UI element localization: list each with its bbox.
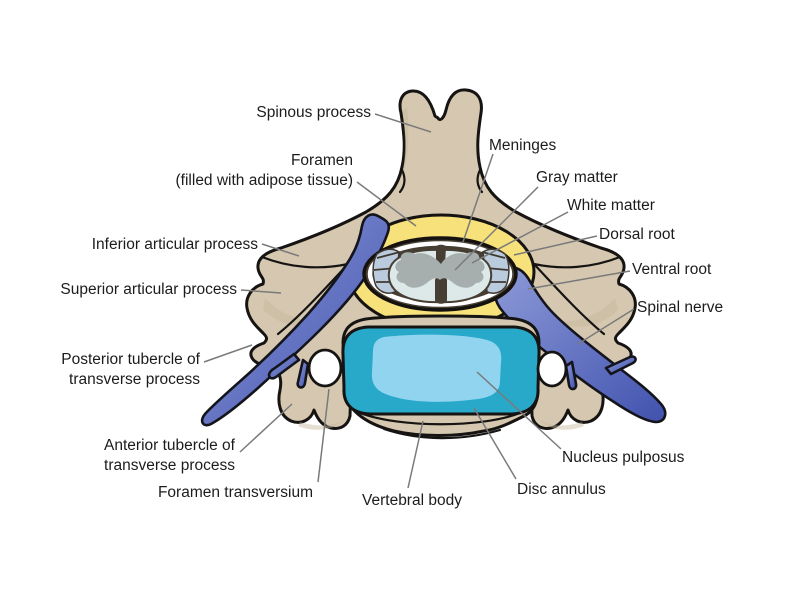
leader-ventral-root [527, 270, 631, 290]
label-inferior-articular-process: Inferior articular process [91, 236, 258, 253]
spinal-nerve-right-branch-2 [564, 360, 578, 391]
leader-meninges [462, 153, 494, 243]
label-posterior-tubercle: Posterior tubercle of transverse process [61, 350, 200, 390]
label-meninges: Meninges [489, 137, 557, 154]
label-spinal-nerve: Spinal nerve [637, 299, 724, 316]
label-disc-annulus: Disc annulus [517, 481, 606, 498]
leader-disc-annulus [473, 407, 517, 480]
leader-dorsal-root [513, 235, 598, 256]
leader-posterior-tubercle [203, 344, 253, 363]
label-foramen-transversium: Foramen transversium [157, 484, 313, 501]
vertebral-body-lip-lines [358, 411, 522, 440]
label-white-matter: White matter [567, 197, 655, 214]
meninges-ring [367, 241, 513, 307]
label-spinous-process: Spinous process [256, 104, 371, 121]
nucleus-pulposus-shape [371, 334, 502, 402]
label-vertebral-body: Vertebral body [362, 492, 462, 509]
spinal-nerve-right-branch-1 [604, 355, 637, 376]
label-nucleus-pulposus: Nucleus pulposus [562, 449, 685, 466]
leader-foramen-transversium [317, 388, 330, 483]
label-dorsal-root: Dorsal root [599, 226, 675, 243]
label-anterior-tubercle: Anterior tubercle of transverse process [104, 436, 235, 476]
label-gray-matter: Gray matter [536, 169, 618, 186]
label-posterior-tubercle-line1: Posterior tubercle of [61, 351, 200, 368]
leader-vertebral-body [407, 420, 424, 489]
leader-lines [203, 113, 635, 489]
label-foramen-line2: (filled with adipose tissue) [175, 172, 353, 190]
label-anterior-tubercle-line1: Anterior tubercle of [104, 437, 235, 454]
leader-spinous-process [374, 113, 432, 133]
bone-shading [263, 108, 618, 430]
leader-anterior-tubercle [239, 403, 293, 453]
gray-matter-shape [395, 252, 485, 288]
foramen-transversium-right [536, 350, 568, 388]
spinal-nerve-left-branch-2 [296, 358, 310, 389]
label-superior-articular-process: Superior articular process [60, 281, 237, 298]
foramen-transversium-left [307, 348, 343, 388]
label-posterior-tubercle-line2: transverse process [69, 371, 200, 389]
leader-white-matter [471, 211, 569, 264]
spinal-cord [362, 236, 518, 312]
label-foramen: Foramen (filled with adipose tissue) [176, 151, 353, 191]
leader-superior-articular [240, 289, 282, 294]
leader-gray-matter [454, 186, 539, 271]
spinal-nerve-left-branch-1 [267, 352, 301, 380]
label-anterior-tubercle-line2: transverse process [104, 457, 235, 475]
label-foramen-line1: Foramen [290, 152, 353, 169]
leader-nucleus-pulposus [476, 371, 562, 450]
label-ventral-root: Ventral root [632, 261, 712, 278]
leader-foramen [356, 181, 417, 227]
leader-spinal-nerve [577, 308, 635, 345]
leader-inferior-articular [261, 243, 300, 257]
